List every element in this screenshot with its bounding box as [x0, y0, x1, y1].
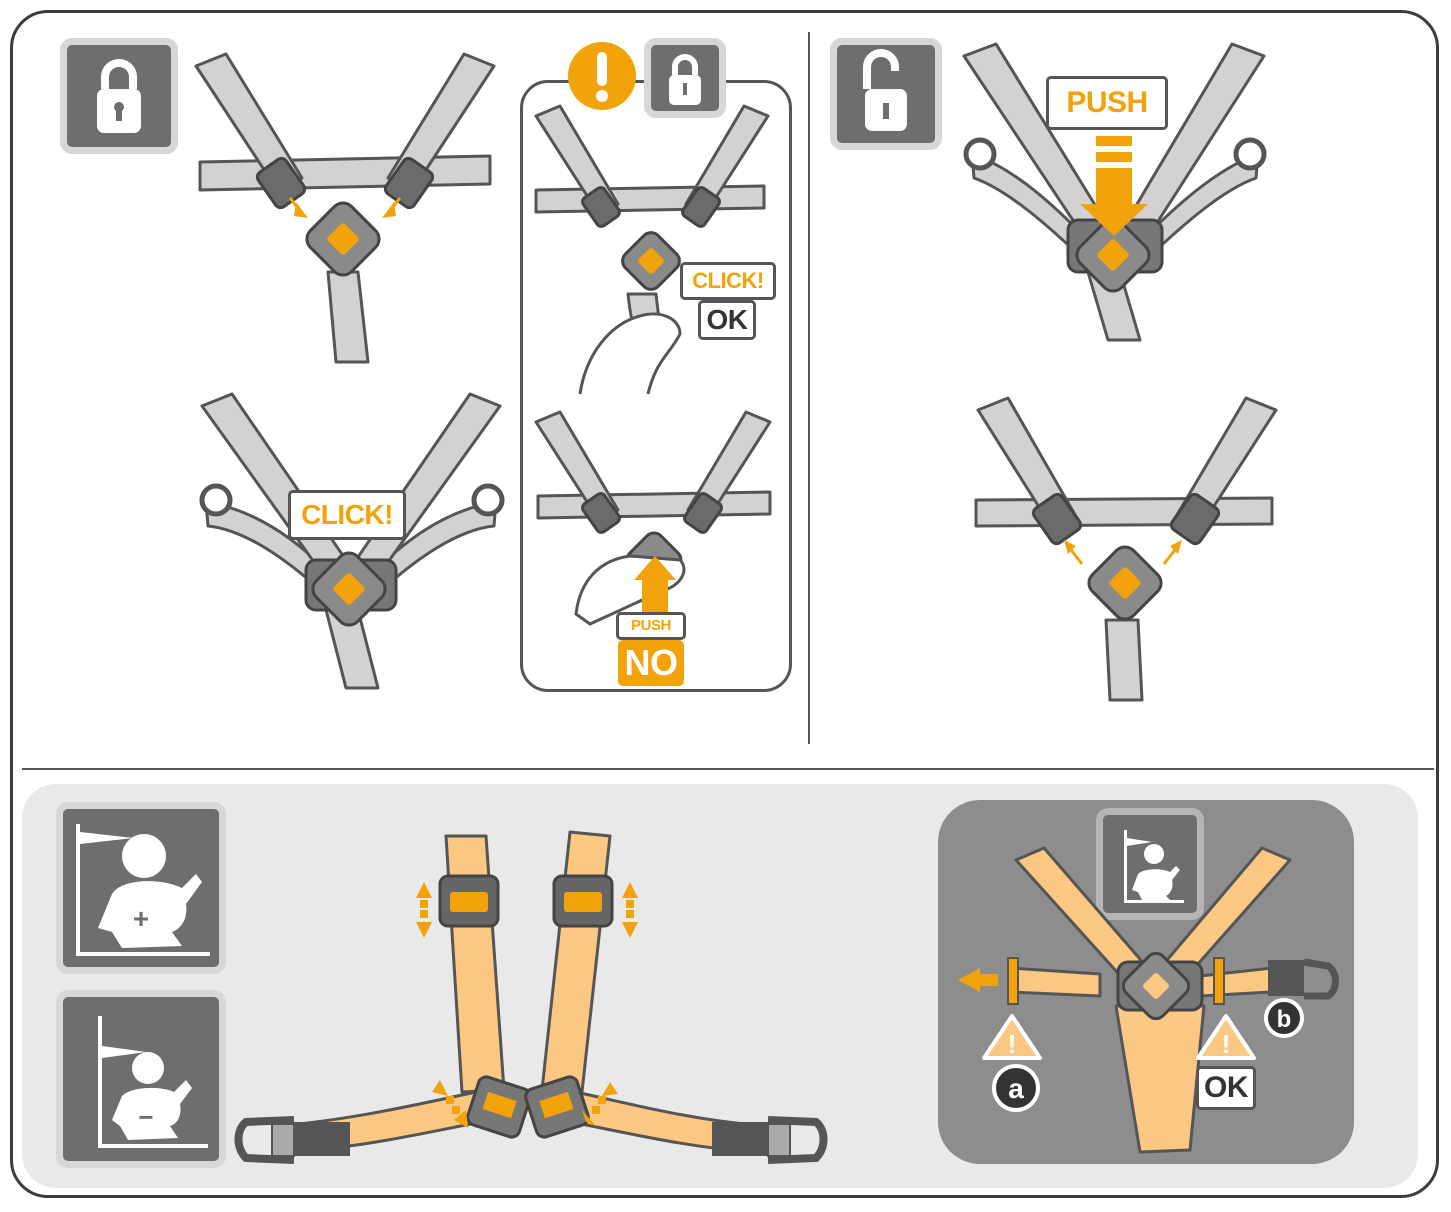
harness-release-step2: [974, 396, 1278, 702]
callout-incorrect-buckle: [534, 410, 772, 626]
harness-fasten-step2: [199, 392, 505, 690]
strap-fit-diagram: ! ! a b: [958, 846, 1339, 1154]
vertical-divider: [808, 32, 810, 744]
push-label-large: PUSH: [1046, 76, 1168, 130]
push-label-small: PUSH: [616, 612, 686, 640]
minus-mark: −: [138, 1102, 153, 1132]
no-label: NO: [618, 640, 684, 686]
marker-a: a: [1008, 1073, 1024, 1104]
ok-label-lower: OK: [1196, 1066, 1256, 1110]
padlock-closed-icon: [669, 54, 701, 105]
baby-small-icon: [1124, 830, 1184, 903]
warning-mark-a: !: [1008, 1029, 1017, 1059]
warning-mark-b: !: [1222, 1029, 1231, 1059]
unlock-tile: [830, 38, 942, 150]
click-label-upper-right: CLICK!: [680, 262, 776, 300]
callout-correct-buckle: [534, 104, 770, 395]
baby-height-minus-icon: −: [98, 1016, 208, 1148]
warning-triangle-icon: !: [982, 1014, 1042, 1060]
harness-release-step1: [962, 42, 1267, 342]
harness-fasten-step1: [194, 52, 496, 364]
plus-mark: +: [133, 903, 149, 934]
push-arrow-icon: [1080, 136, 1148, 236]
harness-strap-adjustment: [234, 830, 828, 1164]
padlock-closed-icon: [97, 59, 141, 133]
marker-b: b: [1277, 1006, 1292, 1033]
ok-label-upper: OK: [698, 300, 756, 340]
padlock-open-icon: [863, 49, 907, 131]
small-lock-tile: [644, 38, 726, 118]
lock-tile: [60, 38, 178, 154]
warning-triangle-icon: !: [1196, 1014, 1256, 1060]
click-label-lower-left: CLICK!: [288, 490, 406, 540]
baby-height-plus-icon: +: [76, 824, 210, 956]
exclamation-circle-icon: [568, 42, 636, 110]
horizontal-divider: [22, 768, 1434, 770]
